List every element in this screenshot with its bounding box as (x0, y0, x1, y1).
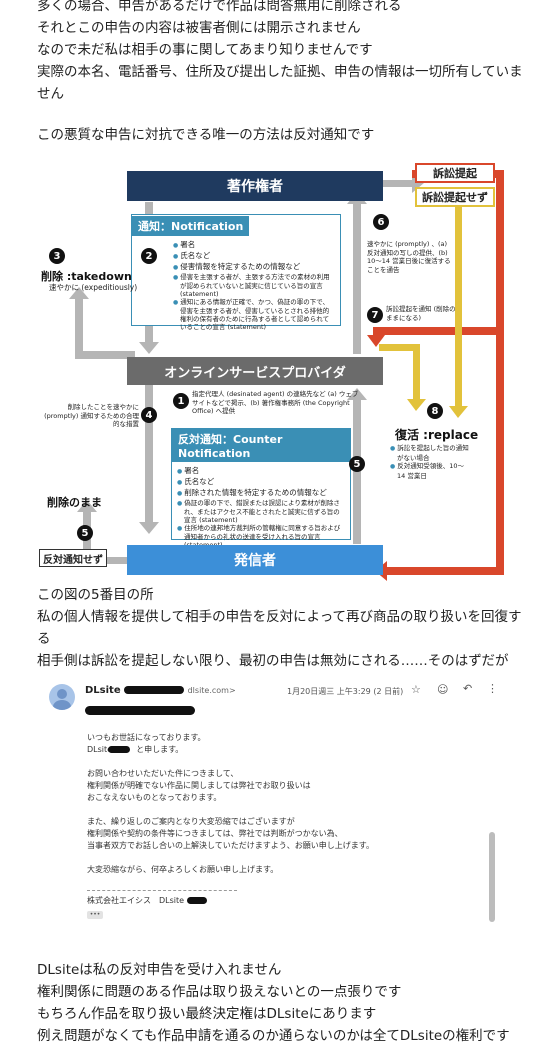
list-item: 侵害を主張する者が、主張する方法での素材の利用が認められていないと誠実に信じてい… (172, 273, 334, 298)
list-item: 偽証の罪の下で、錯誤または誤認により素材が削除され、またはアクセス不能とされたと… (176, 499, 346, 524)
list-item: 反対通知受領後、10〜14 営業日 (389, 462, 471, 480)
step6-text: 速やかに (promptly) 、(a) 反対通知の写しの提供、(b) 10〜1… (367, 240, 451, 274)
lawsuit-not-filed-label: 訴訟提起せず (422, 191, 488, 204)
intro-paragraph: 多くの場合、申告があるだけで作品は問答無用に削除される それとこの申告の内容は被… (37, 0, 537, 105)
email-date: 1月20日週三 上午3:29 (2 日前) (287, 687, 404, 696)
text-line: 相手側は訴訟を提起しない限り、最初の申告は無効にされる……そのはずだが (37, 653, 509, 669)
text-line: 例え問題がなくても作品申請を通るのか通らないのかは全てDLsiteの権利です (37, 1028, 510, 1044)
redaction (124, 686, 185, 694)
key-sentence: この悪質な申告に対抗できる唯一の方法は反対通知です (37, 124, 537, 146)
text-line: DLsiteは私の反対申告を受け入れません (37, 962, 282, 978)
step1-text: 指定代理人 (desinated agent) の連絡先など (a) ウェブサイ… (192, 390, 359, 415)
list-item: 氏名など (176, 477, 346, 488)
body-line: また、繰り返しのご案内となり大変恐縮ではございますが (87, 817, 295, 826)
list-item: 削除された情報を特定するための情報など (176, 488, 346, 499)
avatar (49, 684, 75, 710)
mid-paragraph: この図の5番目の所 私の個人情報を提供して相手の申告を反対によって再び商品の取り… (37, 584, 537, 672)
list-item: 訴訟を提起した旨の通知がない場合 (389, 444, 471, 462)
notification-box: 通知：Notification 署名 氏名など 侵害情報を特定するための情報など… (131, 214, 341, 331)
body-line: お問い合わせいただいた件につきまして、 (87, 769, 239, 778)
no-counter-label: 反対通知せず (43, 554, 103, 566)
list-item: 署名 (176, 466, 346, 477)
service-provider-box: オンラインサービスプロバイダ (127, 357, 383, 385)
text-line: この図の5番目の所 (37, 587, 154, 603)
counter-notification-title: 反対通知：Counter Notification (172, 429, 350, 462)
step4-text: 削除したことを速やかに (promptly) 通知するための合理的な措置 (44, 403, 139, 428)
step-number-8: 8 (427, 403, 443, 419)
lawsuit-filed-label: 訴訟提起 (433, 167, 477, 180)
step-number-5b: 5 (77, 525, 93, 541)
body-line: おこなえないものとなっております。 (87, 793, 222, 802)
step-number-7: 7 (367, 307, 383, 323)
redaction (85, 700, 195, 719)
takedown-sub: 速やかに (expeditiously) (49, 283, 138, 292)
star-icon[interactable]: ☆ (411, 683, 421, 696)
replace-title: 復活 :replace (395, 428, 479, 442)
sender-box: 発信者 (127, 545, 383, 575)
more-options-icon[interactable]: ⋮ (487, 682, 498, 695)
list-item: 通知にある情報が正確で、かつ、偽証の罪の下で、侵害を主張する者が、侵害していると… (172, 298, 334, 331)
step-number-4: 4 (141, 407, 157, 423)
copyright-holder-label: 著作権者 (227, 179, 283, 195)
list-item: 氏名など (172, 251, 334, 262)
text-line: る (37, 631, 51, 647)
list-item: 侵害情報を特定するための情報など (172, 262, 334, 273)
text-line: もちろん作品を取り扱い最終決定権はDLsiteにあります (37, 1006, 377, 1022)
no-counter-box: 反対通知せず (39, 549, 107, 567)
scrollbar[interactable] (489, 832, 495, 922)
text-line: 実際の本名、電話番号、住所及び提出した証拠、申告の情報は一切所有していま (37, 64, 523, 80)
lawsuit-not-filed-box: 訴訟提起せず (415, 187, 495, 207)
body-line-text: DLsiteの と申します。 (87, 745, 184, 754)
takedown-title: 削除 :takedown (41, 270, 132, 283)
email-screenshot: DLsite dlsite.com> 1月20日週三 上午3:29 (2 日前)… (37, 672, 498, 957)
step-number-1: 1 (173, 393, 189, 409)
sender-domain: dlsite.com> (187, 686, 236, 695)
text-line: せん (37, 86, 64, 102)
step7-text: 訴訟提起を通知 (削除のままになる) (386, 305, 456, 322)
counter-notification-box: 反対通知：Counter Notification 署名 氏名など 削除された情… (171, 428, 351, 549)
signature-text: 株式会社エイシス DLsite (87, 896, 185, 905)
signature: 株式会社エイシス DLsite (87, 895, 467, 907)
body-line: 大変恐縮ながら、何卒よろしくお願い申し上げます。 (87, 865, 279, 874)
outro-paragraph: DLsiteは私の反対申告を受け入れません 権利関係に問題のある作品は取り扱えな… (37, 959, 537, 1047)
body-line: いつもお世話になっております。 (87, 733, 206, 742)
dmca-flow-diagram: 著作権者 訴訟提起 訴訟提起せず 通知：Notification 署名 氏名など… (37, 162, 517, 582)
text-line: それとこの申告の内容は被害者側には開示されません (37, 20, 361, 36)
email-sender: DLsite dlsite.com> (85, 685, 236, 696)
service-provider-label: オンラインサービスプロバイダ (164, 365, 346, 381)
email-body: いつもお世話になっております。 DLsiteの と申します。 お問い合わせいただ… (87, 732, 467, 919)
list-item: 署名 (172, 240, 334, 251)
replace-list: 訴訟を提起した旨の通知がない場合 反対通知受領後、10〜14 営業日 (389, 444, 471, 480)
sender-name: DLsite (85, 685, 121, 696)
step-number-6: 6 (373, 214, 389, 230)
signature-divider (87, 890, 237, 891)
redaction (186, 897, 207, 904)
text-line: 多くの場合、申告があるだけで作品は問答無用に削除される (37, 0, 402, 14)
body-line: 権利関係や契約の条件等につきましては、弊社では判断がつかない為、 (87, 829, 343, 838)
emoji-icon[interactable]: ☺ (437, 683, 449, 696)
body-line: 権利関係が明確でない作品に関しましては弊社でお取り扱いは (87, 781, 311, 790)
notification-list: 署名 氏名など 侵害情報を特定するための情報など 侵害を主張する者が、主張する方… (132, 236, 340, 331)
lawsuit-filed-box: 訴訟提起 (415, 163, 495, 183)
text-line: なので未だ私は相手の事に関してあまり知りませんです (37, 42, 373, 58)
step-number-2: 2 (141, 248, 157, 264)
reply-icon[interactable]: ↶ (463, 682, 473, 695)
step-number-3: 3 (49, 248, 65, 264)
trimmed-content-button[interactable]: ••• (87, 911, 103, 919)
counter-notification-list: 署名 氏名など 削除された情報を特定するための情報など 偽証の罪の下で、錯誤また… (172, 462, 350, 549)
text-line: 権利関係に問題のある作品は取り扱えないとの一点張りです (37, 984, 402, 1000)
remain-deleted-label: 削除のまま (47, 496, 102, 509)
step-number-5: 5 (349, 456, 365, 472)
notification-title: 通知：Notification (132, 216, 250, 236)
copyright-holder-box: 著作権者 (127, 171, 383, 201)
text-line: この悪質な申告に対抗できる唯一の方法は反対通知です (37, 127, 375, 143)
sender-label: 発信者 (234, 553, 276, 569)
text-line: 私の個人情報を提供して相手の申告を反対によって再び商品の取り扱いを回復す (37, 609, 522, 625)
redaction (107, 746, 130, 753)
body-line: 当事者双方でお話し合いの上解決していただけますよう、お願い申し上げます。 (87, 841, 374, 850)
body-line: DLsiteの と申します。 (87, 744, 467, 756)
